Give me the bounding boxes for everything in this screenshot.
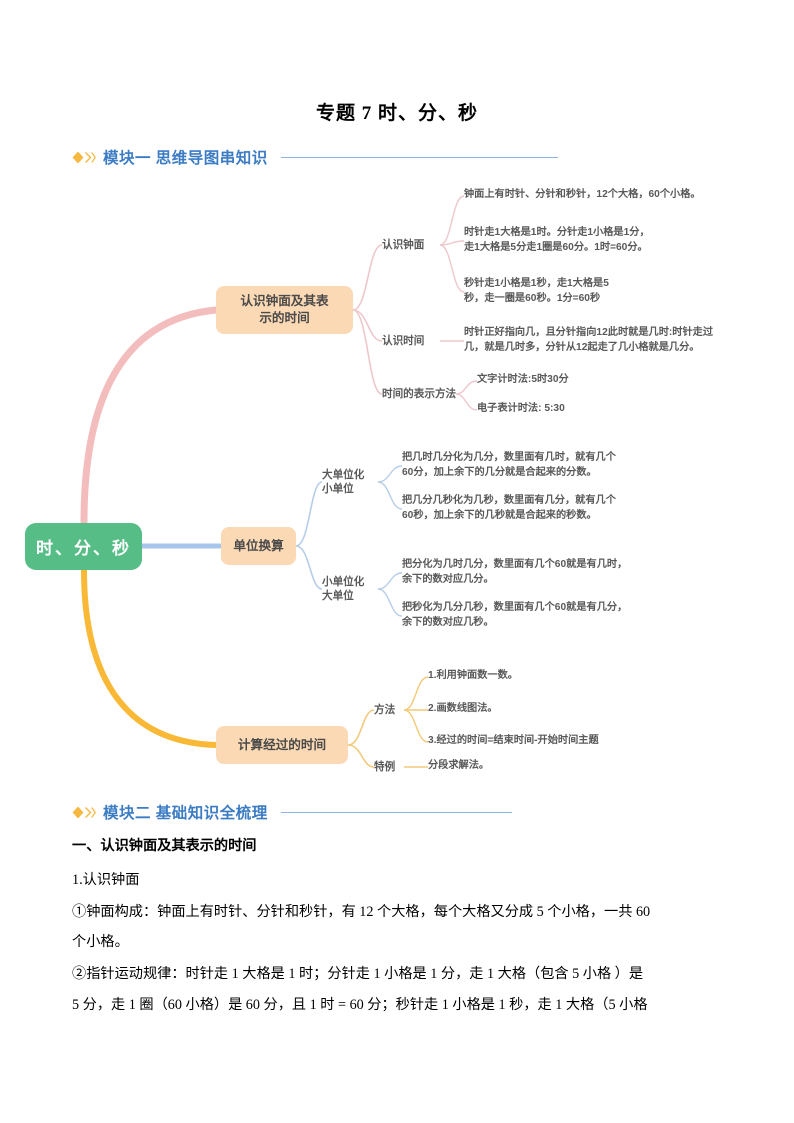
mindmap-leaf: 时针走1大格是1时。分针走1小格是1分， 走1大格是5分走1圈是60分。1时=6… — [464, 227, 650, 253]
mindmap-branch-node-1[interactable]: 认识钟面及其表 示的时间 — [216, 286, 353, 334]
mindmap-leaf: 秒针走1小格是1秒，走1大格是5 秒，走一圈是60秒。1分=60秒 — [464, 278, 609, 304]
diamond-double-icon — [72, 151, 96, 164]
mindmap-branch-1-label-line1: 认识钟面及其表 — [240, 294, 329, 308]
mindmap-leaf: 2.画数线图法。 — [428, 703, 498, 714]
body-paragraph: 个小格。 — [72, 934, 129, 950]
module-two-rule — [280, 811, 512, 813]
mindmap-sub-label: 方法 — [374, 704, 396, 716]
mindmap-branch-3-label: 计算经过的时间 — [237, 737, 327, 752]
module-one-rule — [280, 156, 558, 158]
mindmap-leaf: 把秒化为几分几秒，数里面有几个60就是有几分， 余下的数对应几秒。 — [402, 602, 628, 628]
mindmap-sub-node-xiao-to-da[interactable]: 小单位化 大单位 — [322, 575, 382, 605]
mindmap-sub-node-renshi-shijian[interactable]: 认识时间 — [382, 332, 440, 350]
mindmap-sub-label-line1: 大单位化 — [322, 469, 365, 481]
module-two-header: 模块二 基础知识全梳理 — [72, 801, 512, 823]
module-one-label: 模块一 思维导图串知识 — [103, 150, 268, 167]
mindmap-leaf: 钟面上有时针、分针和秒针，12个大格，60个小格。 — [464, 189, 701, 200]
section-subheading: 1.认识钟面 — [72, 872, 140, 888]
mindmap-sub-label: 时间的表示方法 — [382, 388, 457, 400]
mindmap-sub-node-biaoshi-fangfa[interactable]: 时间的表示方法 — [382, 385, 458, 403]
body-paragraph: 5 分，走 1 圈（60 小格）是 60 分，且 1 时 = 60 分；秒针走 … — [72, 997, 648, 1013]
mindmap-sub-label: 认识钟面 — [382, 239, 425, 251]
mindmap-branch-2-label: 单位换算 — [233, 538, 284, 553]
mindmap-root-label: 时、分、秒 — [36, 539, 131, 558]
mindmap-sub-label-line1: 小单位化 — [322, 576, 365, 588]
module-two-label: 模块二 基础知识全梳理 — [103, 805, 268, 822]
mindmap-sub-node-teli[interactable]: 特例 — [374, 758, 406, 776]
body-paragraph: ②指针运动规律：时针走 1 大格是 1 时；分针走 1 小格是 1 分，走 1 … — [72, 966, 644, 982]
body-paragraph: ①钟面构成：钟面上有时针、分针和秒针，有 12 个大格，每个大格又分成 5 个小… — [72, 904, 651, 920]
mindmap-branch-node-3[interactable]: 计算经过的时间 — [216, 726, 348, 764]
diamond-double-icon — [72, 806, 96, 819]
mindmap-sub-label: 认识时间 — [382, 335, 425, 347]
mindmap-sub-node-renshi-zhongmian[interactable]: 认识钟面 — [382, 236, 440, 254]
mindmap-leaf: 分段求解法。 — [428, 760, 490, 771]
mindmap-leaf: 1.利用钟面数一数。 — [428, 670, 518, 681]
page-title: 专题 7 时、分、秒 — [315, 103, 478, 124]
mindmap-leaf: 把几分几秒化为几秒，数里面有几分，就有几个 60秒，加上余下的几秒就是合起来的秒… — [402, 495, 616, 521]
mindmap: 时、分、秒 认识钟面及其表 示的时间 单位换算 计算经过的时间 认识钟面 认识时… — [0, 170, 794, 790]
mindmap-leaf: 3.经过的时间=结束时间-开始时间主题 — [428, 735, 599, 746]
mindmap-sub-label: 特例 — [374, 761, 396, 773]
mindmap-leaf: 把几时几分化为几分，数里面有几时，就有几个 60分，加上余下的几分就是合起来的分… — [402, 452, 616, 478]
mindmap-leaf: 时针正好指向几，且分针指向12此时就是几时:时针走过 几，就是几时多，分针从12… — [464, 327, 714, 353]
mindmap-sub-node-da-to-xiao[interactable]: 大单位化 小单位 — [322, 468, 382, 498]
mindmap-leaf: 把分化为几时几分，数里面有几个60就是有几时， 余下的数对应几分。 — [402, 559, 628, 585]
mindmap-sub-label-line2: 大单位 — [322, 590, 354, 602]
mindmap-connectors — [80, 195, 478, 768]
mindmap-leaf: 电子表计时法: 5:30 — [477, 403, 565, 414]
mindmap-root-node[interactable]: 时、分、秒 — [25, 523, 142, 570]
mindmap-branch-1-label-line2: 示的时间 — [259, 311, 310, 325]
mindmap-branch-node-2[interactable]: 单位换算 — [221, 527, 296, 565]
section-heading: 一、认识钟面及其表示的时间 — [72, 838, 257, 854]
mindmap-leaf: 文字计时法:5时30分 — [477, 374, 569, 385]
mindmap-sub-node-fangfa[interactable]: 方法 — [374, 701, 406, 719]
module-one-header: 模块一 思维导图串知识 — [72, 146, 558, 168]
mindmap-sub-label-line2: 小单位 — [322, 483, 354, 495]
